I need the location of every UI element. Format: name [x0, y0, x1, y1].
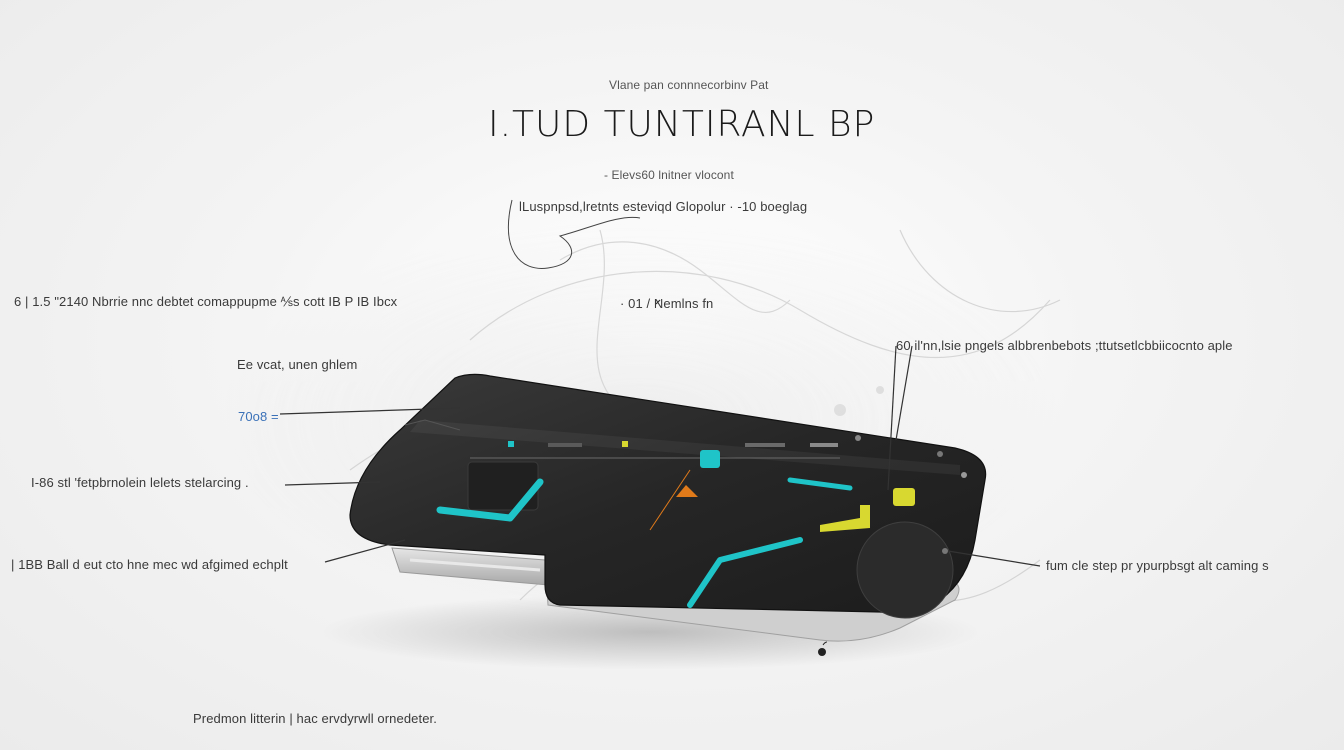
footer-caption: Predmon litterin | hac ervdyrwll ornedet…: [193, 711, 437, 726]
header-kicker: Vlane pan connnecorbinv Pat: [609, 78, 769, 92]
header-subtitle: - Elevs60 lnitner vlocont: [604, 168, 734, 182]
smartphone-illustration: [349, 373, 987, 642]
apple-logo-icon: [818, 641, 828, 656]
callout-lines: [279, 299, 1041, 567]
annotation-left-top: 6 | 1.5 "2140 Nbrrie nnc debtet comappup…: [14, 294, 398, 309]
annotation-right-bottom: fum cle step pr ypurpbsgt alt caming s: [1046, 558, 1269, 573]
annotation-left-label: Ee vcat, unen ghlem: [237, 357, 358, 372]
page-title: I.TUD TUNTIRANL BP: [488, 104, 876, 145]
annotation-right-top: 60 il'nn,lsie pngels albbrenbebots ;ttut…: [896, 338, 1233, 353]
tagline-flourish: [507, 199, 641, 269]
annotation-left-bottom: | 1BB Ball d eut cto hne mec wd afgimed …: [11, 557, 288, 572]
header-tagline: lLuspnpsd,lretnts esteviqd Glopolur · -1…: [519, 199, 808, 214]
annotation-left-number: 70o8 =: [238, 409, 279, 424]
annotation-center-top: · 01 / Nemlns fn: [620, 296, 714, 311]
annotation-left-mid: I-86 stl 'fetpbrnolein lelets stelarcing…: [31, 475, 249, 490]
